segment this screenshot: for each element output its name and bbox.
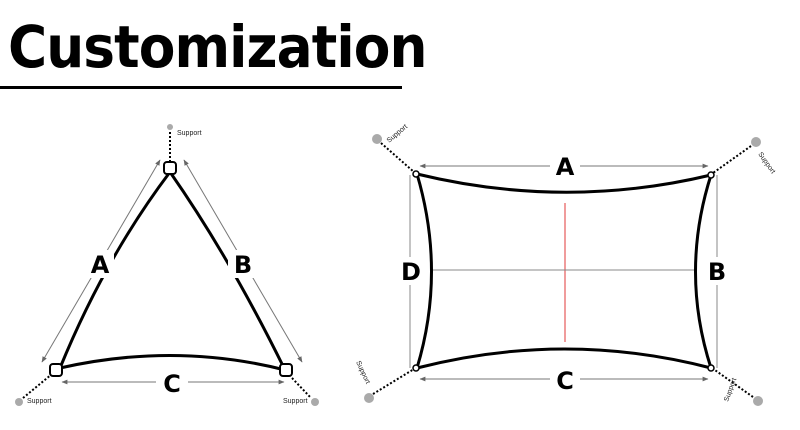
- corner-ring-bottom-left: [412, 364, 420, 372]
- tension-line-bottom-right: [291, 377, 312, 399]
- support-point-bottom-left: [364, 393, 374, 403]
- triangle-sail: A B C Support Support Support: [15, 124, 319, 406]
- tension-line-bottom-left: [22, 373, 53, 399]
- support-point-top-left: [372, 134, 382, 144]
- triangle-label-c: C: [163, 370, 181, 398]
- rectangle-label-a: A: [556, 153, 575, 181]
- rectangle-support-label-top-left: Support: [386, 123, 409, 144]
- corner-ring-top-left: [412, 170, 420, 178]
- support-point-bottom-left: [15, 398, 23, 406]
- rectangle-support-label-top-right: Support: [756, 151, 776, 175]
- title-underline: [0, 86, 402, 89]
- rectangle-label-c: C: [556, 367, 574, 395]
- rectangle-sail: A B C D Support Support Support Support: [354, 123, 776, 406]
- tension-line-top-right: [712, 145, 752, 174]
- corner-ring-bottom-right: [279, 363, 293, 377]
- rectangle-label-d: D: [401, 258, 421, 286]
- triangle-support-label-bottom-left: Support: [27, 398, 52, 405]
- rectangle-support-label-bottom-left: Support: [354, 360, 371, 385]
- header: Customization: [0, 0, 800, 90]
- triangle-support-label-bottom-right: Support: [283, 398, 308, 405]
- tension-line-bottom-right: [711, 367, 754, 398]
- corner-ring-bottom-left: [49, 363, 63, 377]
- rectangle-support-label-bottom-right: Support: [723, 377, 738, 402]
- triangle-label-a: A: [91, 251, 110, 279]
- tension-line-bottom-left: [372, 368, 415, 395]
- triangle-support-label-top: Support: [177, 130, 202, 137]
- support-point-top-right: [751, 137, 761, 147]
- support-point-bottom-right: [311, 398, 319, 406]
- triangle-label-b: B: [234, 251, 252, 279]
- corner-ring-bottom-right: [707, 364, 715, 372]
- rectangle-label-b: B: [708, 258, 726, 286]
- support-point-bottom-right: [753, 396, 763, 406]
- support-point-top: [167, 124, 173, 130]
- page-title: Customization: [8, 13, 427, 81]
- rectangle-sail-outline: [415, 172, 713, 370]
- corner-ring-top: [163, 161, 177, 175]
- corner-ring-top-right: [707, 171, 715, 179]
- tension-line-top-left: [380, 142, 415, 173]
